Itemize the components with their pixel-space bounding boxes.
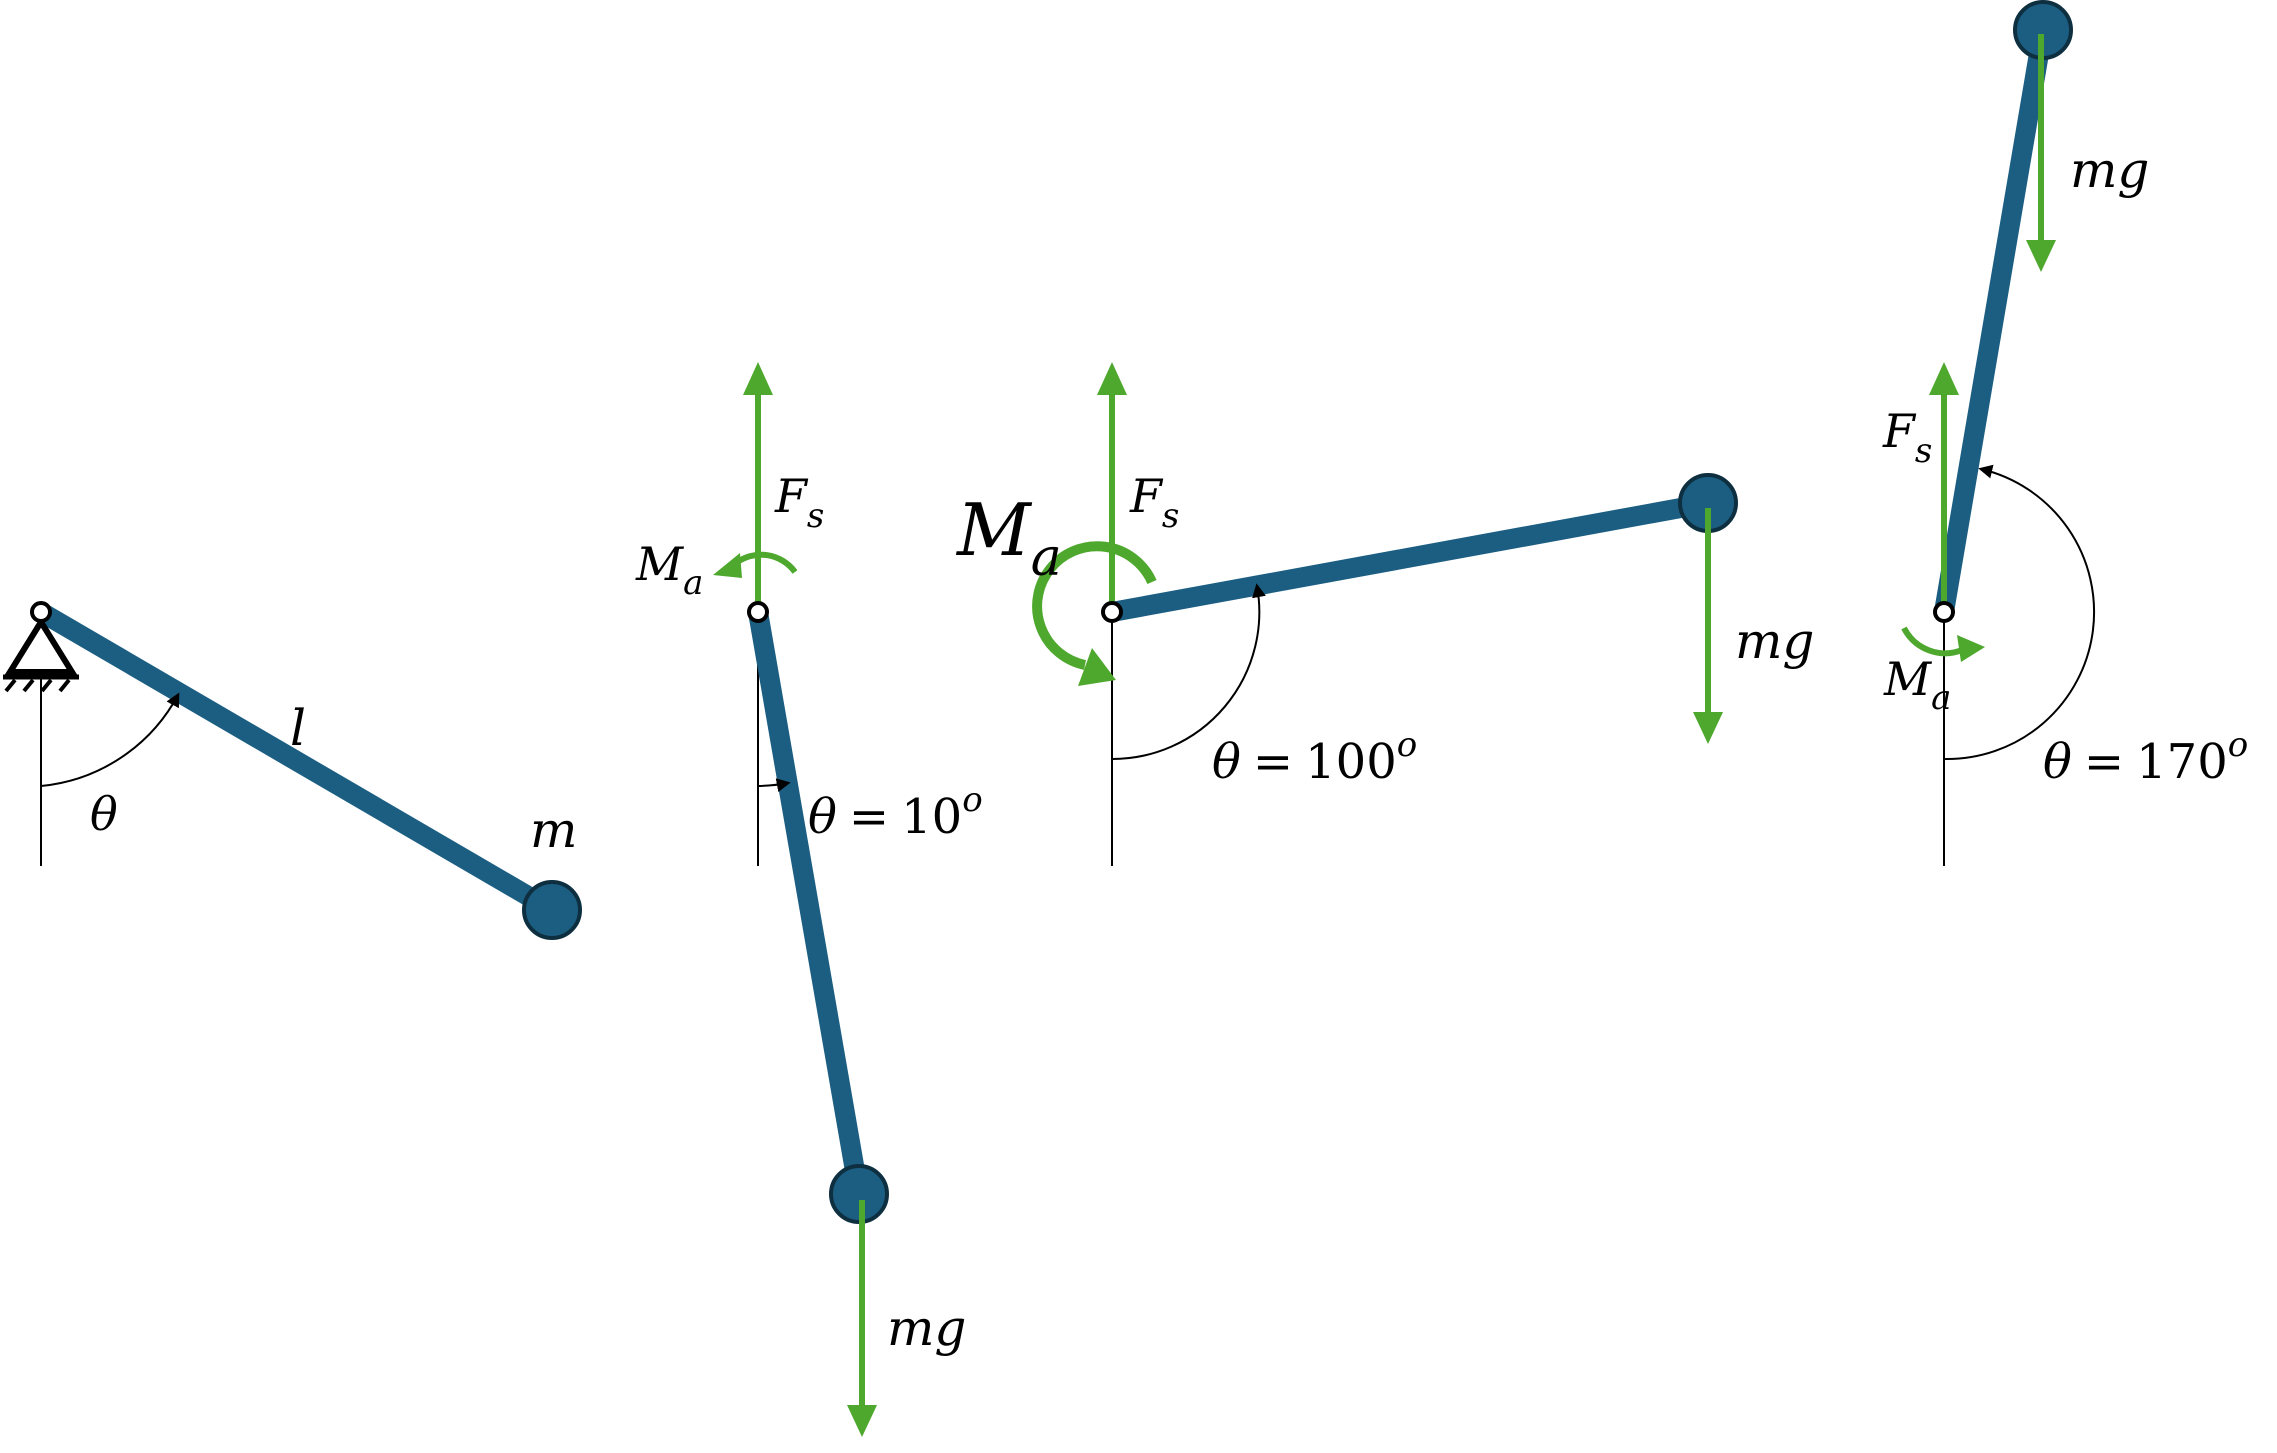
spring-force-label: Fs (1882, 404, 1932, 471)
theta-label: θ (90, 787, 118, 841)
panel-generic-pendulum: θ l m (3, 601, 582, 940)
pendulum-rod (31, 602, 562, 920)
weight-label: mg (1735, 612, 1814, 670)
pendulum-rod (1934, 20, 2053, 622)
actuator-moment-arrow (1901, 626, 1964, 657)
weight-label: mg (887, 1299, 966, 1357)
spring-force-arrowhead (743, 362, 773, 395)
actuator-moment-arrowhead (1957, 635, 1985, 662)
theta-arc (1943, 464, 2096, 761)
pendulum-mass (522, 880, 582, 940)
actuator-moment-arrow (734, 551, 798, 574)
pendulum-rod (748, 602, 869, 1204)
spring-force-arrowhead (1929, 362, 1959, 395)
length-label: l (290, 699, 306, 757)
theta-arc (40, 692, 180, 787)
panel-theta-10: Fs Ma θ=10o mg (635, 362, 983, 1437)
theta-arc (1111, 583, 1266, 761)
theta-arc (757, 778, 791, 792)
spring-force-label: Fs (774, 469, 824, 536)
mass-label: m (530, 801, 577, 859)
weight-force-arrowhead (2026, 240, 2056, 272)
pivot-pin (1933, 601, 1955, 623)
actuator-moment-label: Ma (1883, 652, 1951, 718)
pivot-support-icon (3, 616, 79, 693)
weight-force-arrowhead (847, 1405, 877, 1437)
actuator-moment-label: Ma (955, 488, 1062, 588)
weight-force-arrowhead (1693, 712, 1723, 744)
panel-theta-170: Fs Ma θ=170o mg (1882, 0, 2248, 866)
panel-theta-100: Fs Ma θ=100o mg (955, 362, 1814, 866)
pivot-pin (747, 601, 769, 623)
actuator-moment-arrowhead (1078, 648, 1116, 686)
pendulum-rod (1102, 493, 1718, 622)
theta-equation: θ=170o (2043, 725, 2248, 790)
actuator-moment-arrowhead (713, 553, 742, 578)
weight-label: mg (2070, 141, 2149, 199)
pivot-pin (30, 601, 52, 623)
pivot-pin (1101, 601, 1123, 623)
theta-equation: θ=10o (808, 780, 983, 845)
actuator-moment-label: Ma (635, 537, 703, 603)
actuator-moment-arrow (1032, 541, 1157, 670)
spring-force-arrowhead (1097, 362, 1127, 395)
spring-force-label: Fs (1129, 469, 1179, 536)
theta-equation: θ=100o (1212, 725, 1417, 790)
